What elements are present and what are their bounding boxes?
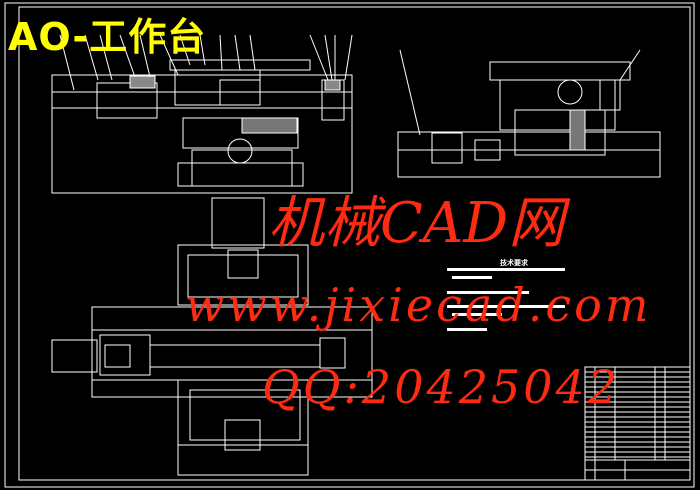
tech-requirements-lines xyxy=(447,268,565,331)
watermark-site-name: 机械CAD网 xyxy=(268,191,565,256)
watermark-qq: QQ:20425042 xyxy=(262,360,621,414)
outer-frame xyxy=(4,2,695,488)
title-block xyxy=(584,366,691,481)
front-view xyxy=(51,34,353,194)
side-view xyxy=(397,49,661,178)
tech-requirements-heading: 技术要求 xyxy=(500,259,528,267)
watermark-url: www.jixiecad.com xyxy=(185,278,652,332)
drawing-title: AO-工作台 xyxy=(8,15,207,59)
plan-view xyxy=(51,197,373,476)
inner-frame xyxy=(18,6,691,481)
